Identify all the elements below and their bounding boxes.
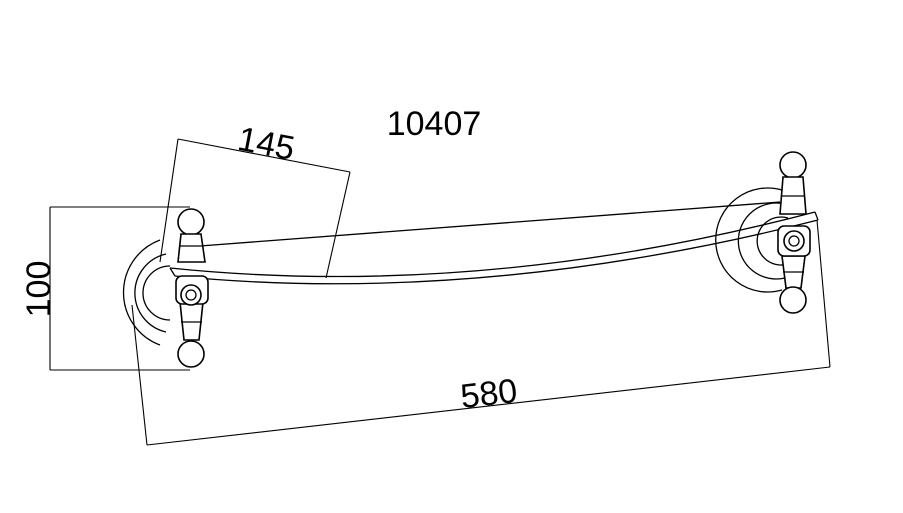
shelf-back-edge xyxy=(199,201,781,247)
left-clamp-screw xyxy=(180,284,202,306)
right-rosette-outer xyxy=(715,187,783,293)
model-number: 10407 xyxy=(387,105,482,143)
right-clamp-screw xyxy=(783,230,805,252)
right-rosette-inner xyxy=(756,216,789,266)
dimension-length: 580 xyxy=(131,219,831,446)
left-bottom-finial xyxy=(177,340,205,368)
glass-shelf xyxy=(169,201,819,285)
shelf-front-edge-outer xyxy=(169,211,816,278)
depth-dimension-line xyxy=(177,138,351,173)
depth-label: 145 xyxy=(235,120,298,168)
shelf-left-tip xyxy=(169,267,176,277)
left-bottom-stem xyxy=(179,301,204,341)
dimension-height: 100 xyxy=(20,206,190,371)
length-extension-left xyxy=(131,304,148,446)
height-label: 100 xyxy=(20,261,58,318)
left-rosette-middle xyxy=(134,253,167,333)
right-clamp-screw-center xyxy=(788,235,800,247)
shelf-front-edge-inner xyxy=(174,219,819,285)
length-dimension-line xyxy=(146,366,831,446)
left-top-stem xyxy=(177,233,206,263)
right-top-finial xyxy=(779,151,807,179)
length-label: 580 xyxy=(459,372,520,416)
left-rosette-outer xyxy=(122,239,161,346)
shelf-right-tip xyxy=(814,211,819,221)
left-bracket xyxy=(122,208,209,368)
left-top-finial xyxy=(177,208,205,236)
depth-extension-right xyxy=(325,171,351,279)
right-rosette-middle xyxy=(737,202,786,280)
left-clamp-screw-center xyxy=(185,289,197,301)
left-rosette-inner xyxy=(142,265,171,321)
right-bottom-finial xyxy=(779,286,807,314)
depth-extension-left xyxy=(159,138,179,263)
right-bracket xyxy=(715,151,811,314)
length-extension-right xyxy=(816,219,831,368)
